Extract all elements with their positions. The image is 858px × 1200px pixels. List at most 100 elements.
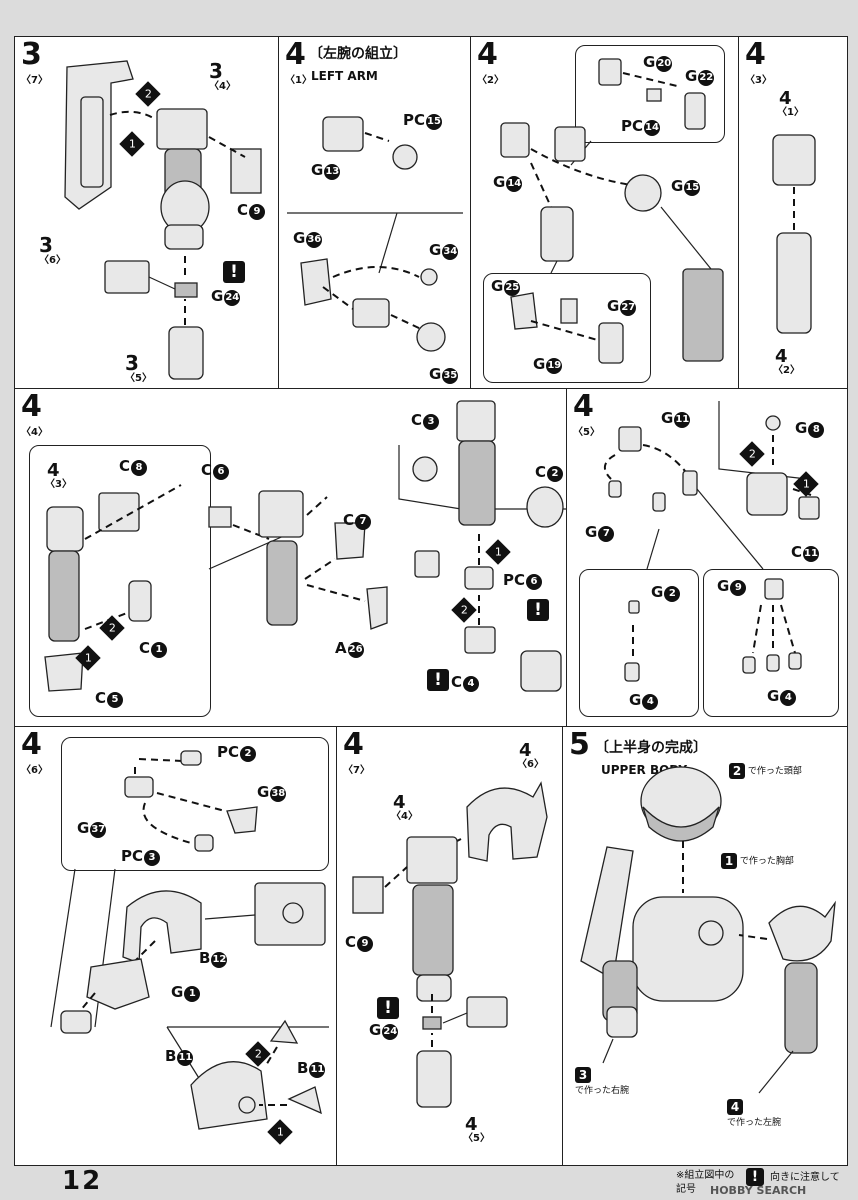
step-number: 4	[285, 37, 306, 72]
caution-icon: !	[223, 261, 245, 283]
ref-step-4-6: 4	[519, 740, 532, 761]
step-ref-badge: 4	[727, 1099, 743, 1115]
step-number: 4	[343, 727, 364, 762]
step-5-panel: 5 〔上半身の完成〕 UPPER BODY 2 で作った頭部 1 で作った胸部 …	[562, 726, 848, 1166]
note-left-arm: 4 で作った左腕	[727, 1099, 782, 1128]
substep-number: 〈2〉	[477, 75, 504, 86]
ref-step-4-5: 4	[465, 1114, 478, 1135]
step-number: 4	[21, 727, 42, 762]
ref-step-3-5: 3	[125, 351, 139, 375]
ref-substep-4-1: 〈1〉	[777, 107, 804, 118]
footer-note-1: ※組立図中の	[676, 1170, 735, 1181]
step-4-6-illustration	[50, 750, 329, 1130]
step-number: 5	[569, 727, 590, 762]
ref-substep-4-2: 〈2〉	[773, 365, 800, 376]
step-4-7-illustration	[352, 781, 548, 1108]
step-number: 4	[573, 389, 594, 424]
ref-substep-3-6: 〈6〉	[39, 255, 66, 266]
step-4-5-illustration	[604, 401, 820, 682]
substep-number: 〈3〉	[745, 75, 772, 86]
ref-step-4-1: 4	[779, 88, 792, 109]
step-number: 4	[21, 389, 42, 424]
step-title: 〔上半身の完成〕	[595, 740, 707, 756]
step-ref-badge: 3	[575, 1067, 591, 1083]
step-4-4-illustration	[44, 400, 567, 692]
upper-body-illustration	[580, 766, 836, 1094]
ref-step-3-6: 3	[39, 233, 53, 257]
step-ref-badge: 2	[729, 763, 745, 779]
ref-step-4-2: 4	[775, 346, 788, 367]
note-chest: 1 で作った胸部	[721, 853, 794, 869]
ref-substep-3-5: 〈5〉	[125, 373, 152, 384]
step-4-2-illustration	[500, 58, 724, 364]
ref-substep-4-5: 〈5〉	[463, 1133, 490, 1144]
substep-number: 〈7〉	[343, 765, 370, 776]
step-4-3-illustration	[772, 134, 816, 334]
caution-icon: !	[746, 1168, 764, 1186]
page-number: 12	[62, 1166, 103, 1196]
caution-icon: !	[527, 599, 549, 621]
step-number: 4	[745, 37, 766, 72]
ref-step-4-3: 4	[47, 460, 60, 481]
ref-substep-4-6: 〈6〉	[517, 759, 544, 770]
caution-icon: !	[377, 997, 399, 1019]
ref-step-4-4: 4	[393, 792, 406, 813]
step-4-3-panel: 4 〈3〉 4 〈1〉 4 〈2〉	[738, 36, 848, 390]
ref-step-3-4: 3	[209, 59, 223, 83]
caution-icon: !	[427, 669, 449, 691]
step-number: 3	[21, 37, 42, 72]
substep-number: 〈5〉	[573, 427, 600, 438]
ref-substep-3-4: 〈4〉	[209, 81, 236, 92]
substep-number: 〈6〉	[21, 765, 48, 776]
footer-note-3: 向きに注意して	[770, 1172, 840, 1183]
note-right-arm: 3 で作った右腕	[575, 1067, 630, 1096]
step-number: 4	[477, 37, 498, 72]
step-subtitle: LEFT ARM	[311, 69, 378, 83]
left-arm-illustration	[287, 116, 463, 352]
step-ref-badge: 1	[721, 853, 737, 869]
